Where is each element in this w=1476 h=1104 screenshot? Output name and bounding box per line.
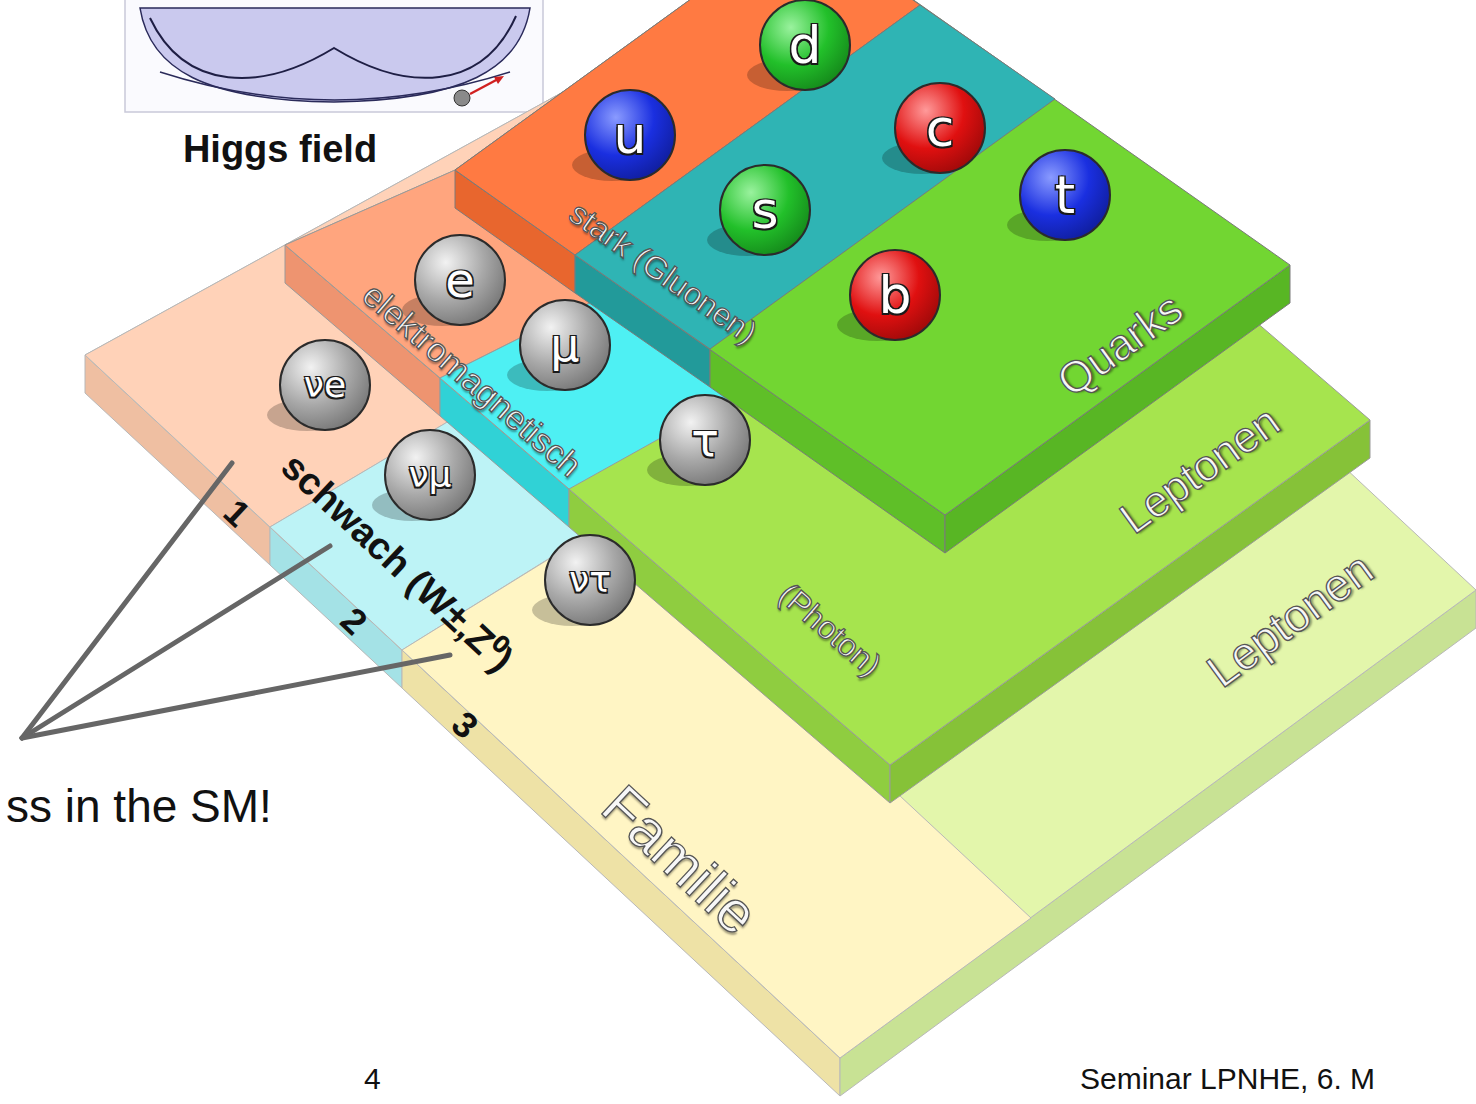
particle-symbol: s xyxy=(751,184,778,236)
particle-ball: s xyxy=(719,164,811,256)
particle-symbol: τ xyxy=(691,417,719,463)
particle-symbol: b xyxy=(878,269,911,321)
particle-symbol: νe xyxy=(304,367,346,403)
particle-ball: e xyxy=(414,234,506,326)
particle-ball: τ xyxy=(659,394,751,486)
inset-caption: Higgs field xyxy=(183,128,377,172)
particle-ball: c xyxy=(894,82,986,174)
particle-ball: b xyxy=(849,249,941,341)
particle-symbol: c xyxy=(926,102,955,154)
particle-symbol: u xyxy=(614,109,647,161)
particle-symbol: e xyxy=(445,256,475,304)
particle-ball: νμ xyxy=(384,429,476,521)
particle-ball: μ xyxy=(519,299,611,391)
tier-weak xyxy=(85,0,1476,1096)
particle-ball: t xyxy=(1019,149,1111,241)
page-number: 4 xyxy=(364,1062,381,1097)
footer-text: Seminar LPNHE, 6. M xyxy=(1080,1062,1375,1097)
particle-symbol: μ xyxy=(550,322,579,368)
particle-symbol: t xyxy=(1055,169,1075,221)
callout-note: ss in the SM! xyxy=(6,780,272,833)
particle-ball: d xyxy=(759,0,851,91)
tier-strong xyxy=(455,0,1290,553)
particle-ball: u xyxy=(584,89,676,181)
particle-symbol: νμ xyxy=(408,457,451,493)
particle-ball: ντ xyxy=(544,534,636,626)
particle-symbol: d xyxy=(788,19,821,71)
higgs-inset xyxy=(125,0,543,112)
particle-symbol: ντ xyxy=(569,562,611,598)
leader-lines xyxy=(22,463,450,738)
particle-ball: νe xyxy=(279,339,371,431)
